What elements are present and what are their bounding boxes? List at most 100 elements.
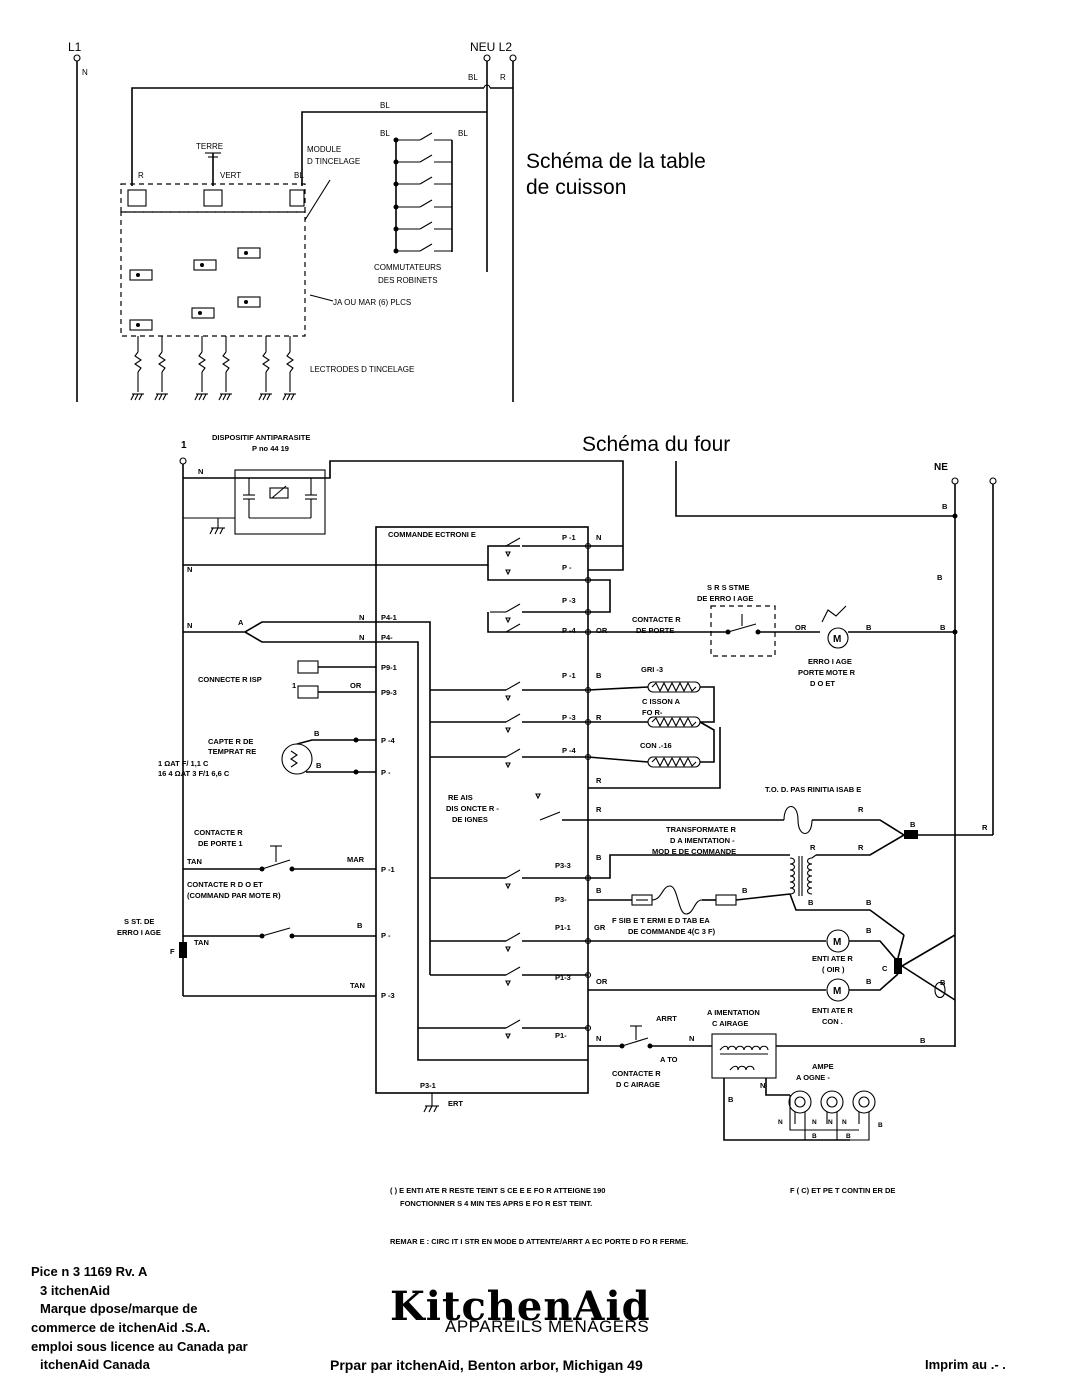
- label-r-tr2: R: [858, 843, 864, 852]
- terminal-l2-oven: [989, 477, 997, 485]
- label-c: C: [882, 964, 888, 973]
- ground-icon: [209, 518, 225, 535]
- label-bl-2: BL: [380, 129, 390, 138]
- wire-supply-top: [183, 460, 624, 571]
- label-d-tincelage: D TINCELAGE: [307, 157, 360, 166]
- wire-loop-1: [588, 579, 611, 613]
- label-p-3-left: P -3: [381, 991, 395, 1000]
- label-p-4-r2: P -4: [562, 746, 576, 755]
- label-sst-a: S ST. DE: [124, 917, 154, 926]
- label-lampe2: A OGNE -: [796, 1073, 830, 1082]
- wire-tod-b: [812, 819, 905, 836]
- spark-electrodes: [130, 336, 296, 401]
- thermal-cutoff: [783, 805, 813, 835]
- label-b-2: B: [937, 573, 943, 582]
- light-switch: [621, 1037, 649, 1047]
- valve-switch: [393, 199, 452, 210]
- label-b-fuse: B: [742, 886, 748, 895]
- leader-module: [304, 179, 331, 221]
- label-lampe1: AMPE: [812, 1062, 834, 1071]
- electrode: [282, 336, 296, 401]
- terminal-neu: [483, 54, 491, 62]
- label-p-3-r: P -3: [562, 596, 576, 605]
- node: [619, 1043, 625, 1049]
- node: [952, 513, 958, 519]
- door-lock-system-box: [710, 605, 776, 657]
- valve-switch: [393, 154, 452, 165]
- lock-motor-cam: [821, 605, 847, 623]
- label-p1-1: P1-1: [555, 923, 571, 932]
- wire-crossover-2: [934, 981, 946, 999]
- label-capteur2: TEMPRAT RE: [208, 747, 256, 756]
- node: [647, 1043, 653, 1049]
- label-r-tr1: R: [810, 843, 816, 852]
- prepared-by: Prpar par itchenAid, Benton arbor, Michi…: [330, 1357, 643, 1373]
- label-r-r3: R: [596, 805, 602, 814]
- label-p3-1: P3-1: [420, 1081, 436, 1090]
- lamp: [852, 1090, 876, 1124]
- antiparasite-box: [234, 469, 326, 535]
- label-contact-p1-a: CONTACTE R: [194, 828, 243, 837]
- wire-transfo-primary-a: [588, 854, 790, 879]
- node: [289, 866, 295, 872]
- wire-lamp-parallel-n: [789, 1095, 859, 1131]
- label-b-fan1: B: [866, 926, 872, 935]
- cooktop-schematic: L1 N NEU L2 BL R BL BL BL COMMUTATEURS D…: [68, 40, 517, 402]
- label-capteur3: 1 ΩAT F/ 1,1 C: [158, 759, 209, 768]
- wire-transfo-r: [816, 834, 905, 856]
- label-vent2-a: ENTI ATE R: [812, 1006, 853, 1015]
- label-verrou2: PORTE MOTE R: [798, 668, 856, 677]
- wire-lamp-b3: [850, 1124, 870, 1141]
- label-m-lock: M: [833, 634, 841, 645]
- label-b-lock3: B: [940, 623, 946, 632]
- label-n-light: N: [689, 1034, 694, 1043]
- connector-p9-1: [297, 660, 319, 674]
- wire-conv-a: [587, 756, 649, 763]
- lock-motor: [827, 627, 849, 649]
- label-capteur1: CAPTE R DE: [208, 737, 253, 746]
- door-switch-1: [261, 859, 291, 870]
- label-contact-p1-b: DE PORTE 1: [198, 839, 243, 848]
- label-n-r1: N: [596, 533, 601, 542]
- wire-top-r: [131, 87, 484, 186]
- label-b-r3: B: [596, 886, 602, 895]
- label-p-left2: P -: [381, 768, 391, 777]
- label-neu-l2: NEU L2: [470, 40, 512, 54]
- door-contact-switch: [727, 623, 757, 633]
- relay: [535, 793, 588, 821]
- oven-title: Schéma du four: [582, 433, 731, 456]
- label-b-1: B: [942, 502, 948, 511]
- wire-module-bl: [301, 111, 487, 186]
- label-n-p4-1: N: [359, 613, 364, 622]
- wire-n-relay: [183, 545, 520, 566]
- terminal-l2: [509, 54, 517, 62]
- label-electrodes: LECTRODES D TINCELAGE: [310, 365, 414, 374]
- label-b-lock2: B: [866, 623, 872, 632]
- logo-subtitle: APPAREILS MÉNAGERS: [445, 1317, 650, 1336]
- label-capteur4: 16 4 ΩAT 3 F/1 6,6 C: [158, 769, 230, 778]
- valve-switch: [393, 176, 452, 187]
- label-b-lock: B: [357, 921, 363, 930]
- node: [353, 769, 359, 775]
- relay: [487, 612, 588, 633]
- label-commutateurs: COMMUTATEURS: [374, 263, 441, 272]
- label-f: F: [170, 947, 175, 956]
- module-connector-box: [120, 183, 306, 213]
- remarque: REMAR E : CIRC IT I STR EN MODE D ATTENT…: [390, 1237, 688, 1246]
- wire-p4-2: [244, 631, 376, 643]
- electrode: [258, 336, 272, 401]
- spark-module-box: [120, 211, 306, 337]
- wire-internal-2: [376, 641, 588, 1061]
- label-p-1-r: P -1: [562, 533, 576, 542]
- label-transfo3: MOD E DE COMMANDE: [652, 847, 736, 856]
- wire-conv-b: [699, 721, 715, 763]
- label-terre: TERRE: [196, 142, 223, 151]
- label-p4-1: P4-1: [381, 613, 397, 622]
- label-conv: CON .-16: [640, 741, 672, 750]
- valve-switches: [393, 132, 452, 254]
- wire-elements-return: [588, 727, 721, 789]
- label-p4-2: P4-: [381, 633, 393, 642]
- note-2: FONCTIONNER S 4 MIN TES APRS E FO R EST …: [400, 1199, 592, 1208]
- electronic-control-box: [375, 526, 589, 1094]
- capacitor-filter: [243, 478, 317, 519]
